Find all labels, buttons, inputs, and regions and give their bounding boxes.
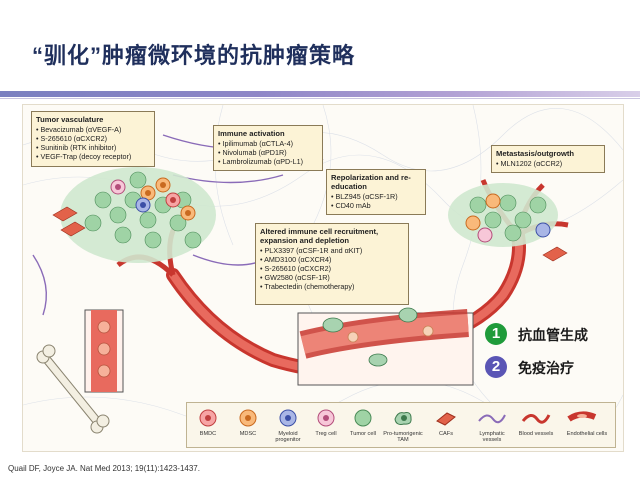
box-item: BLZ945 (αCSF-1R)	[331, 192, 421, 201]
legend-label: Lymphatic vessels	[479, 431, 505, 443]
tam-icon	[394, 412, 412, 425]
box-item: Ipilimumab (αCTLA-4)	[218, 139, 318, 148]
box-item: PLX3397 (αCSF-1R and αKIT)	[260, 246, 404, 255]
box-heading: Repolarization and re-education	[331, 173, 411, 191]
figure-legend: BMDC MDSC Myeloid progenitor Treg cell T…	[186, 402, 616, 448]
box-item: AMD3100 (αCXCR4)	[260, 255, 404, 264]
legend-label: Blood vessels	[518, 431, 554, 437]
figure-illustration	[23, 105, 623, 441]
box-item: Trabectedin (chemotherapy)	[260, 282, 404, 291]
box-item: Sunitinib (RTK inhibitor)	[36, 143, 150, 152]
box-item: VEGF-Trap (decoy receptor)	[36, 152, 150, 161]
box-item: GW2580 (αCSF-1R)	[260, 273, 404, 282]
callout-2-label: 免疫治疗	[518, 360, 574, 376]
endothelial-cell-icon	[567, 411, 597, 422]
page-title: “驯化”肿瘤微环境的抗肿瘤策略	[32, 43, 356, 68]
box-altered-immune: Altered immune cell recruitment, expansi…	[255, 223, 409, 305]
box-item: S-265610 (αCXCR2)	[36, 134, 150, 143]
cafs	[52, 206, 568, 262]
treg-cell-icon	[317, 409, 335, 427]
box-repolarization: Repolarization and re-education BLZ945 (…	[326, 169, 426, 215]
citation: Quail DF, Joyce JA. Nat Med 2013; 19(11)…	[8, 464, 200, 473]
legend-label: CAFs	[439, 431, 453, 437]
mdsc-icon	[239, 409, 257, 427]
legend-label: Treg cell	[315, 431, 337, 437]
callout-1-badge: 1	[485, 323, 507, 345]
box-heading: Immune activation	[218, 129, 285, 138]
box-metastasis: Metastasis/outgrowth MLN1202 (αCCR2)	[491, 145, 605, 173]
myeloid-progenitor-icon	[279, 409, 297, 427]
legend-label: BMDC	[199, 431, 217, 437]
immune-cells-primary	[110, 177, 196, 221]
lymphatic-vessel-icon	[478, 414, 506, 424]
zoomed-tumor-cells	[322, 307, 418, 367]
legend-label: MDSC	[239, 431, 257, 437]
box-item: MLN1202 (αCCR2)	[496, 159, 600, 168]
box-item: Bevacizumab (αVEGF-A)	[36, 125, 150, 134]
box-item: Nivolumab (αPD1R)	[218, 148, 318, 157]
legend-label: Pro-tumorigenic TAM	[383, 431, 423, 443]
blood-vessel-icon	[521, 414, 551, 424]
tumor-microenvironment-figure: Tumor vasculature Bevacizumab (αVEGF-A) …	[22, 104, 624, 452]
box-item: S-265610 (αCXCR2)	[260, 264, 404, 273]
legend-label: Endothelial cells	[566, 431, 608, 437]
bmdc-icon	[199, 409, 217, 427]
tumor-cell-icon	[354, 409, 372, 427]
legend-label: Tumor cell	[350, 431, 376, 437]
box-item: CD40 mAb	[331, 201, 421, 210]
box-heading: Metastasis/outgrowth	[496, 149, 575, 158]
callout-1-label: 抗血管生成	[518, 327, 588, 343]
title-divider	[0, 91, 640, 97]
legend-label: Myeloid progenitor	[275, 431, 301, 443]
cafs-icon	[436, 412, 456, 426]
box-immune-activation: Immune activation Ipilimumab (αCTLA-4) N…	[213, 125, 323, 171]
zoomed-rbcs	[347, 325, 434, 343]
box-tumor-vasculature: Tumor vasculature Bevacizumab (αVEGF-A) …	[31, 111, 155, 167]
metastatic-cluster	[448, 183, 558, 247]
callout-2-badge: 2	[485, 356, 507, 378]
box-item: Lambrolizumab (αPD-L1)	[218, 157, 318, 166]
box-heading: Altered immune cell recruitment, expansi…	[260, 227, 379, 245]
box-heading: Tumor vasculature	[36, 115, 104, 124]
bone-illustration	[36, 344, 110, 434]
title-divider-thin	[0, 98, 640, 99]
vertical-vessel-cells	[97, 320, 111, 378]
